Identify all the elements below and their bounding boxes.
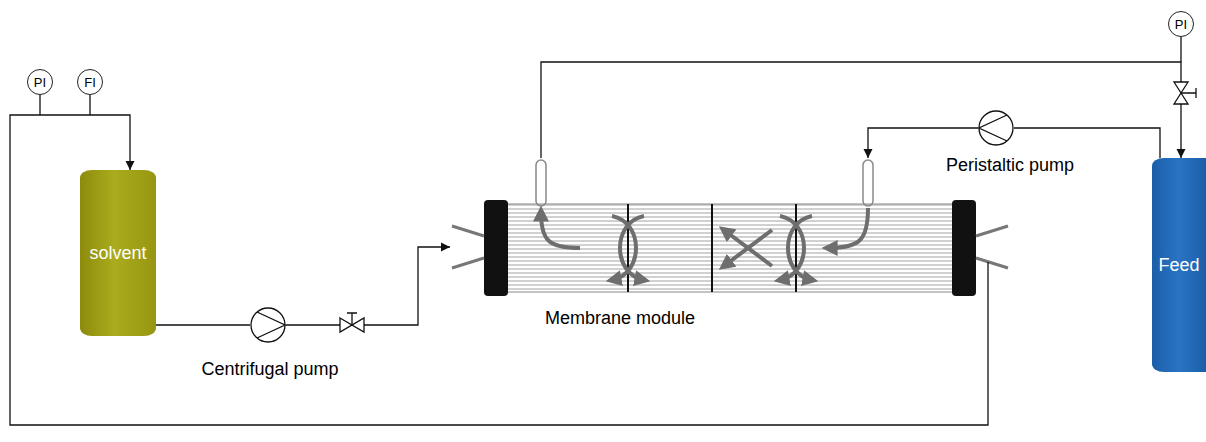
equipment-label: Peristaltic pump (946, 155, 1074, 176)
centrifugal-pump: Centrifugal pump (250, 307, 286, 343)
baffle (795, 204, 797, 292)
pressure-indicator: PI (1168, 11, 1194, 37)
peristaltic-pump: Peristaltic pump (978, 110, 1014, 146)
flow-arrow (724, 230, 772, 266)
pipe-line (1014, 128, 1160, 158)
end-cap (452, 226, 484, 268)
pump-casing (251, 308, 285, 342)
module-flange (484, 200, 508, 296)
equipment-label: Membrane module (545, 308, 695, 329)
flow-arrow (788, 216, 812, 280)
baffle (627, 204, 629, 292)
pipe-line (868, 128, 978, 158)
module-port (536, 160, 546, 206)
solvent-tank: solvent (80, 170, 156, 336)
pipe-line (541, 62, 1181, 158)
fiber-bundle (506, 204, 954, 292)
pump-symbol (250, 307, 286, 343)
module-flange (952, 200, 976, 296)
baffle (711, 204, 713, 292)
end-cap (976, 226, 1008, 268)
flow-arrow (724, 230, 772, 266)
membrane-module: Membrane module (450, 158, 1025, 300)
flow-arrow (620, 216, 644, 280)
valve-handle (1181, 88, 1196, 98)
tank-label: solvent (89, 243, 146, 264)
feed-tank: Feed (1152, 158, 1206, 372)
instrument-stem (89, 95, 90, 115)
outlet-pipe (987, 262, 988, 300)
pipe-line (156, 324, 250, 325)
instrument-stem (39, 95, 40, 115)
flow-arrow (541, 212, 580, 248)
instrument-stem (1180, 37, 1181, 62)
pump-impeller (257, 312, 285, 338)
module-port (863, 160, 873, 206)
valve-handle (347, 313, 357, 325)
flow-indicator: FI (77, 69, 103, 95)
flow-arrow (780, 216, 804, 280)
pipe-line (10, 115, 988, 425)
instrument-tag: PI (1175, 17, 1187, 32)
instrument-tag: PI (34, 75, 46, 90)
flow-arrow (828, 208, 868, 248)
tank-label: Feed (1158, 255, 1199, 276)
equipment-label: Centrifugal pump (201, 359, 338, 380)
pump-symbol (978, 110, 1014, 146)
pressure-indicator: PI (27, 69, 53, 95)
pump-impeller (979, 115, 1007, 141)
pump-casing (979, 111, 1013, 145)
instrument-tag: FI (84, 75, 96, 90)
flow-arrow (612, 216, 636, 280)
pipe-line (286, 247, 450, 325)
